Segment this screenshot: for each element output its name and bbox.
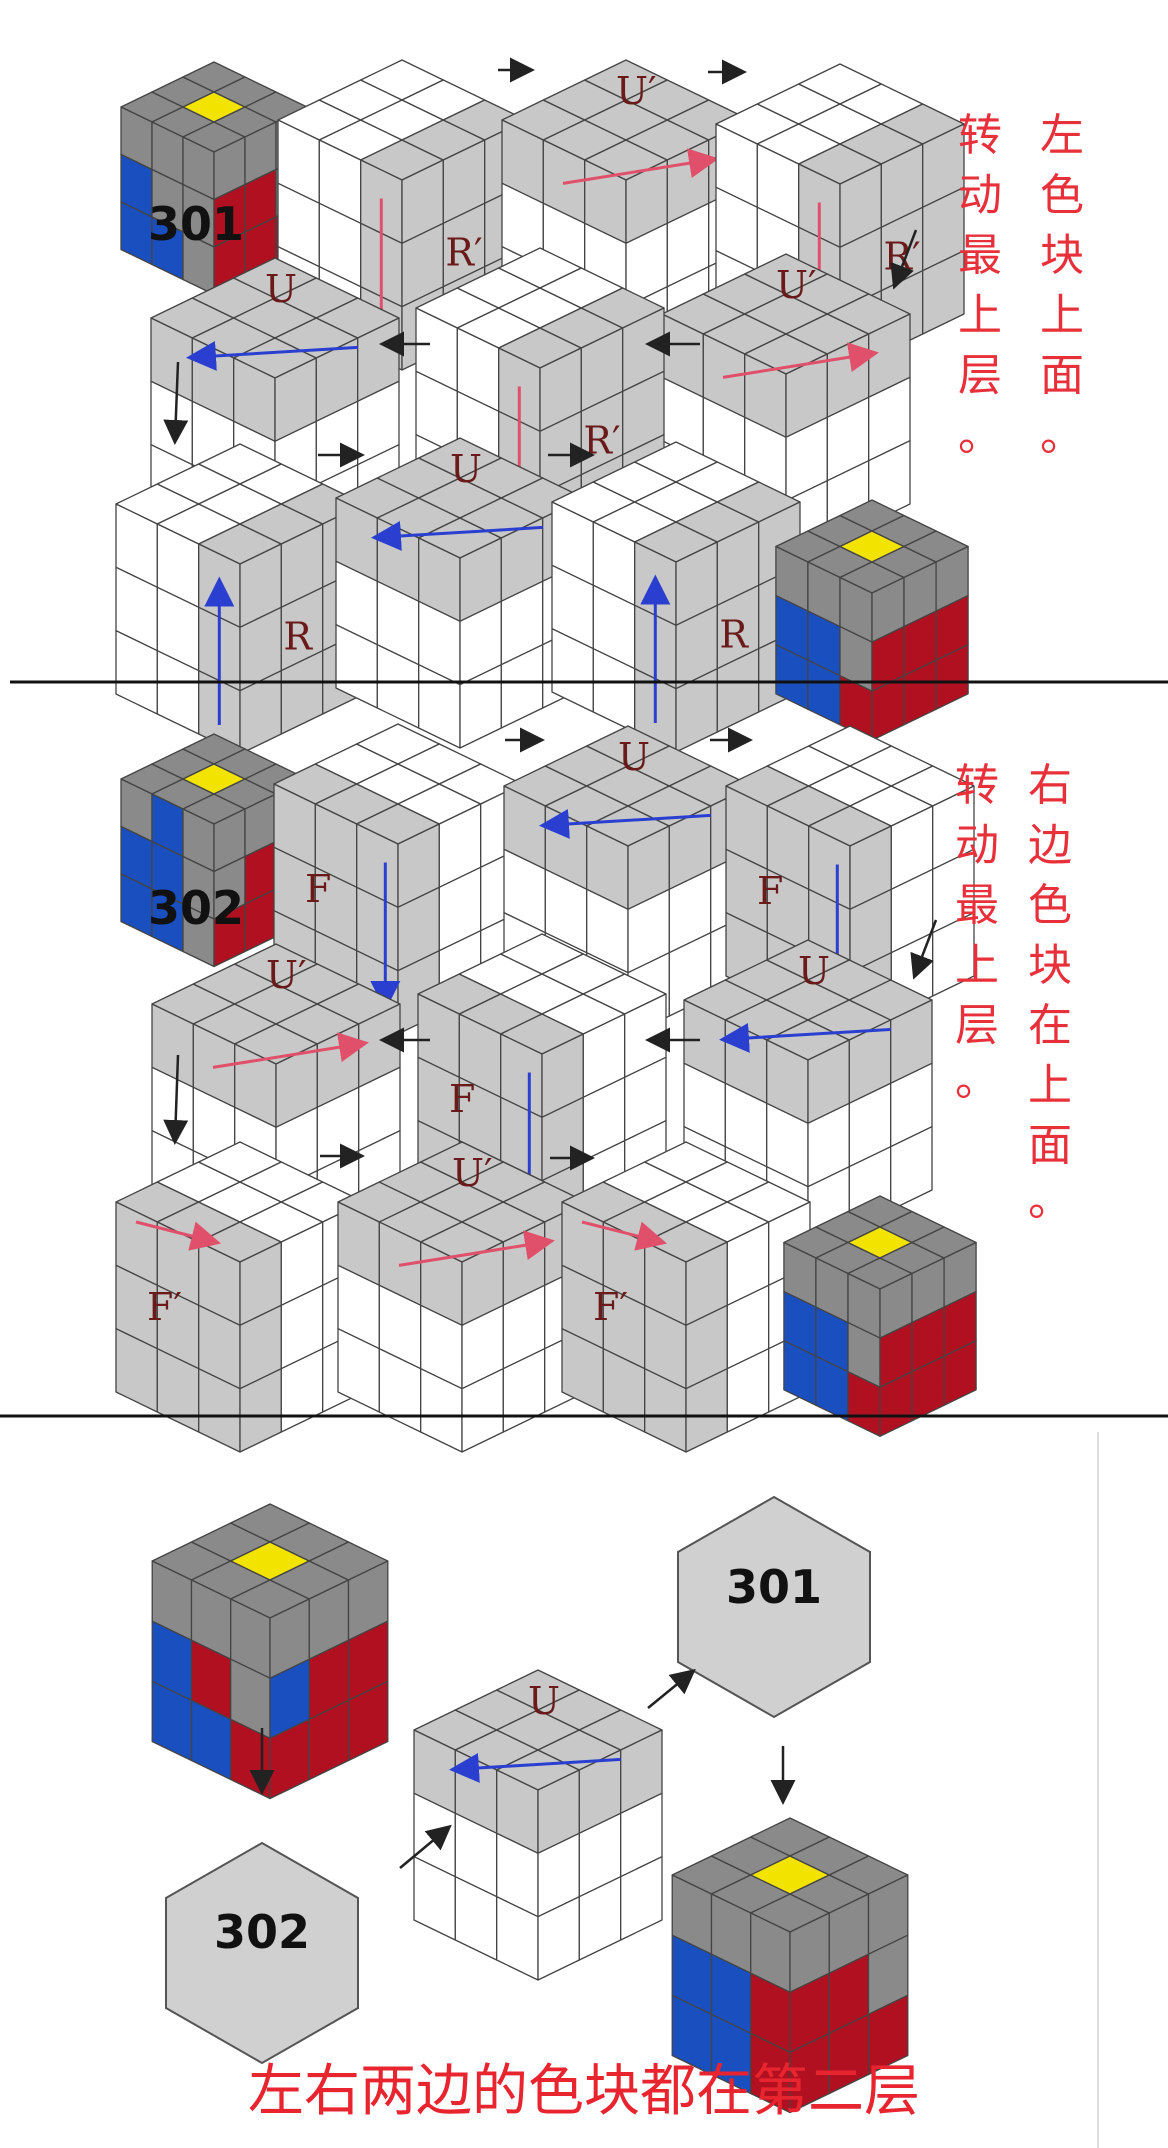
- move-label: U: [528, 1679, 560, 1723]
- move-arrow: [722, 342, 879, 379]
- svg-text:上: 上: [958, 290, 1002, 341]
- svg-text:。: 。: [958, 410, 1002, 461]
- note-right-column: 右 边 色 块 在 上 面 。: [1028, 760, 1072, 1226]
- colored-cube-result: [671, 1817, 909, 2114]
- move-label: U: [265, 267, 297, 311]
- section-id-label: 302: [148, 881, 244, 935]
- move-label: U′: [266, 953, 307, 997]
- svg-text:上: 上: [1040, 290, 1084, 341]
- hexagon-302: [165, 1841, 359, 2065]
- flow-arrows: [163, 727, 938, 1171]
- svg-text:层: 层: [955, 1000, 999, 1051]
- section-id-label: 301: [148, 197, 244, 251]
- svg-text:转: 转: [955, 760, 999, 811]
- svg-text:左: 左: [1040, 110, 1084, 161]
- move-cube-8: U: [335, 437, 585, 749]
- flow-arrows: [249, 1668, 796, 1869]
- flow-arrows: [163, 57, 918, 468]
- move-label: U′: [776, 263, 817, 307]
- move-label: U′: [452, 1151, 493, 1195]
- svg-text:块: 块: [1040, 230, 1084, 281]
- svg-text:面: 面: [1040, 350, 1084, 401]
- move-label: U: [450, 447, 482, 491]
- svg-text:最: 最: [958, 230, 1002, 281]
- move-label: R: [283, 615, 313, 659]
- move-cube-9: F′: [561, 1141, 811, 1453]
- svg-text:最: 最: [955, 880, 999, 931]
- move-arrow: [212, 1032, 369, 1069]
- svg-text:色: 色: [1040, 170, 1084, 221]
- svg-text:。: 。: [955, 1055, 999, 1106]
- svg-text:层: 层: [958, 350, 1002, 401]
- move-label: R: [719, 613, 749, 657]
- colored-cube-result: [783, 1195, 977, 1437]
- move-arrow: [562, 148, 719, 185]
- move-label: U: [618, 735, 650, 779]
- hexagon-301: [677, 1495, 871, 1719]
- colored-cube-start: [151, 1503, 389, 1800]
- move-label: F: [305, 867, 331, 911]
- move-label: U′: [616, 69, 657, 113]
- move-arrow: [539, 808, 712, 839]
- move-label: U: [798, 949, 830, 993]
- svg-text:。: 。: [1028, 1175, 1072, 1226]
- note-right-column: 左 色 块 上 面 。: [1040, 110, 1084, 461]
- hexagon-301-label: 301: [726, 1560, 822, 1614]
- move-label: F: [757, 869, 783, 913]
- move-label: R′: [445, 231, 482, 275]
- move-cube-6: U′: [151, 943, 401, 1255]
- hexagon-302-label: 302: [214, 1905, 310, 1959]
- summary-flow: U 302 301 左右两边的色块都在第二层: [151, 1432, 1099, 2148]
- move-arrow: [581, 1220, 668, 1251]
- summary-caption: 左右两边的色块都在第二层: [248, 2059, 920, 2124]
- move-label: F: [449, 1077, 475, 1121]
- colored-cube-start: [151, 1503, 389, 1800]
- move-cube-u: U: [413, 1669, 663, 1981]
- svg-text:色: 色: [1028, 880, 1072, 931]
- move-arrow: [371, 520, 544, 551]
- svg-text:上: 上: [955, 940, 999, 991]
- svg-text:。: 。: [1040, 410, 1084, 461]
- move-label: F′: [147, 1285, 182, 1329]
- colored-cube-result: [671, 1817, 909, 2114]
- move-cube-7: R: [115, 443, 365, 755]
- move-cube-8: U′: [337, 1141, 587, 1453]
- svg-text:边: 边: [1028, 820, 1072, 871]
- svg-text:上: 上: [1028, 1060, 1072, 1111]
- move-arrow: [719, 1022, 892, 1053]
- move-label: F′: [593, 1285, 628, 1329]
- colored-cube-result: [783, 1195, 977, 1437]
- svg-text:在: 在: [1028, 1000, 1072, 1051]
- svg-text:动: 动: [955, 820, 999, 871]
- svg-text:面: 面: [1028, 1120, 1072, 1171]
- move-arrow: [186, 340, 359, 371]
- move-cube-u: U: [413, 1669, 663, 1981]
- svg-text:右: 右: [1028, 760, 1072, 811]
- move-arrow: [398, 1230, 555, 1267]
- move-arrow: [135, 1220, 222, 1251]
- svg-text:转: 转: [958, 110, 1002, 161]
- move-cube-9: R: [551, 441, 801, 753]
- move-label: R′: [883, 235, 920, 279]
- svg-text:动: 动: [958, 170, 1002, 221]
- colored-cube-result: [775, 499, 969, 741]
- svg-text:块: 块: [1028, 940, 1072, 991]
- note-left-column: 转 动 最 上 层 。: [958, 110, 1002, 461]
- move-cube-7: F′: [115, 1141, 365, 1453]
- note-left-column: 转 动 最 上 层 。: [955, 760, 999, 1106]
- move-arrow: [449, 1752, 622, 1783]
- colored-cube-result: [775, 499, 969, 741]
